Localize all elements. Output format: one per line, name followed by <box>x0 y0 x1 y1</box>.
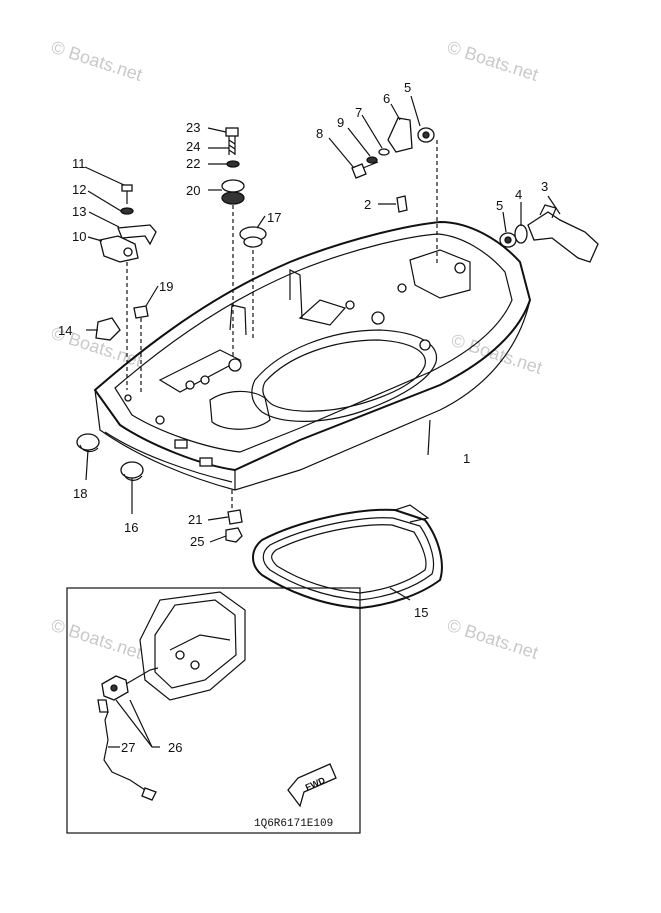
callout-14: 14 <box>58 323 72 338</box>
callout-20: 20 <box>186 183 200 198</box>
callout-16: 16 <box>124 520 138 535</box>
callout-8: 8 <box>316 126 323 141</box>
watermark: © Boats.net <box>449 330 545 378</box>
parts-upper-left <box>76 184 157 481</box>
callout-7: 7 <box>355 105 362 120</box>
callout-27: 27 <box>121 740 135 755</box>
parts-upper-right <box>351 117 599 263</box>
callout-2: 2 <box>364 197 371 212</box>
watermark: © Boats.net <box>445 37 541 85</box>
callout-21: 21 <box>188 512 202 527</box>
callout-5: 5 <box>496 198 503 213</box>
callouts: 1 2 3 4 5 5 6 7 8 9 10 11 12 13 14 15 16… <box>58 80 548 755</box>
gasket <box>252 504 443 610</box>
callout-15: 15 <box>414 605 428 620</box>
callout-6: 6 <box>383 91 390 106</box>
watermark: © Boats.net <box>49 615 145 663</box>
callout-5: 5 <box>404 80 411 95</box>
callout-12: 12 <box>72 182 86 197</box>
detail-inset <box>66 587 361 834</box>
leader-lines <box>84 95 561 748</box>
callout-17: 17 <box>267 210 281 225</box>
diagram-code: 1Q6R6171E109 <box>254 818 333 830</box>
callout-11: 11 <box>72 156 86 171</box>
callout-18: 18 <box>73 486 87 501</box>
callout-9: 9 <box>337 115 344 130</box>
callout-1: 1 <box>463 451 470 466</box>
callout-25: 25 <box>190 534 204 549</box>
bottom-cowling <box>93 220 532 491</box>
parts-top-center <box>221 127 408 543</box>
callout-24: 24 <box>186 139 200 154</box>
watermark: © Boats.net <box>49 37 145 85</box>
callout-4: 4 <box>515 187 522 202</box>
callout-19: 19 <box>159 279 173 294</box>
callout-13: 13 <box>72 204 86 219</box>
callout-26: 26 <box>168 740 182 755</box>
callout-10: 10 <box>72 229 86 244</box>
callout-3: 3 <box>541 179 548 194</box>
callout-22: 22 <box>186 156 200 171</box>
callout-23: 23 <box>186 120 200 135</box>
watermark: © Boats.net <box>445 615 541 663</box>
